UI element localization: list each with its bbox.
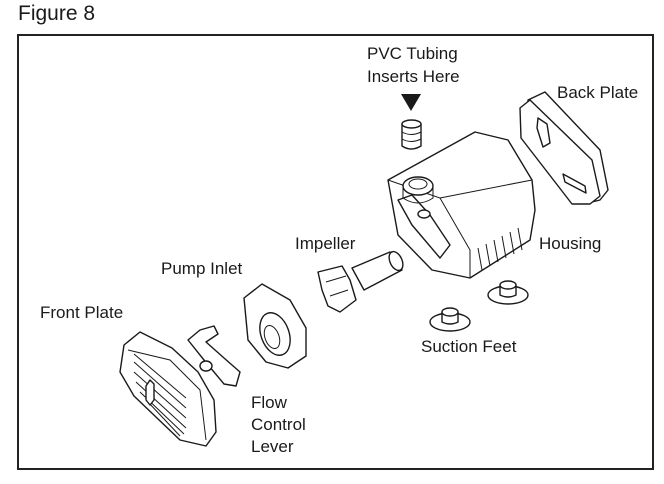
back-plate [519, 91, 609, 205]
back-plate-label: Back Plate [557, 83, 639, 102]
impeller-label: Impeller [295, 234, 356, 253]
pvc-tubing-label-line2: Inserts Here [367, 67, 460, 86]
diagram-frame [17, 34, 654, 470]
pump-inlet [243, 283, 307, 369]
impeller [317, 250, 404, 313]
front-plate-label: Front Plate [40, 303, 124, 322]
housing [387, 131, 536, 279]
suction-foot-right [487, 280, 529, 305]
front-plate [119, 331, 217, 447]
pump-inlet-label: Pump Inlet [161, 259, 243, 278]
flow-control-lever-label-line2: Control [251, 415, 306, 434]
flow-control-lever [187, 325, 241, 387]
suction-feet-label: Suction Feet [421, 337, 517, 356]
down-arrow-icon [401, 94, 421, 111]
tubing-adapter [401, 119, 422, 150]
housing-label: Housing [539, 234, 602, 253]
suction-foot-left [429, 307, 471, 332]
flow-control-lever-label-line3: Lever [251, 437, 294, 456]
figure-title: Figure 8 [18, 2, 96, 25]
flow-control-lever-label-line1: Flow [251, 393, 287, 412]
pvc-tubing-label-line1: PVC Tubing [367, 44, 458, 63]
